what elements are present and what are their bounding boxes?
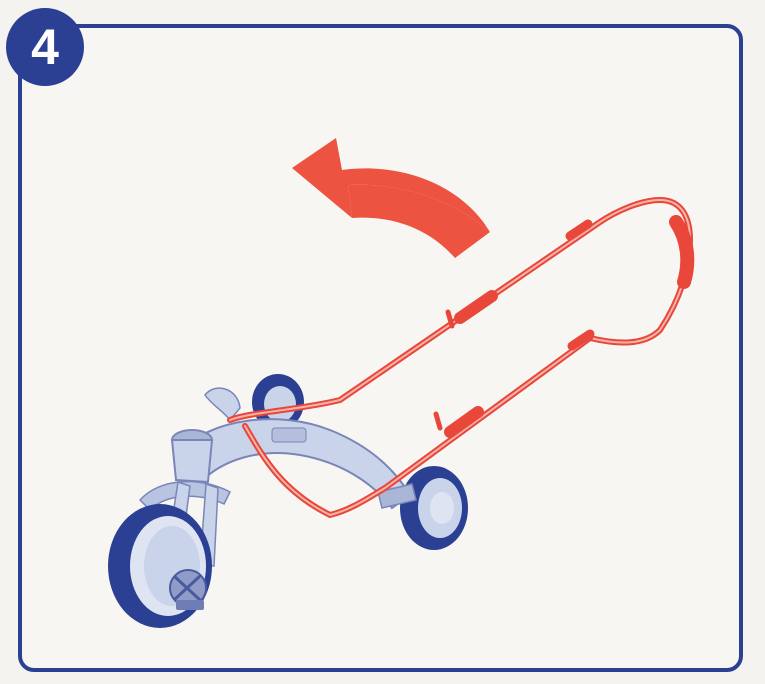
step-number: 4	[31, 18, 59, 76]
step-number-badge: 4	[6, 8, 84, 86]
curved-arrow-left-icon	[292, 138, 490, 258]
